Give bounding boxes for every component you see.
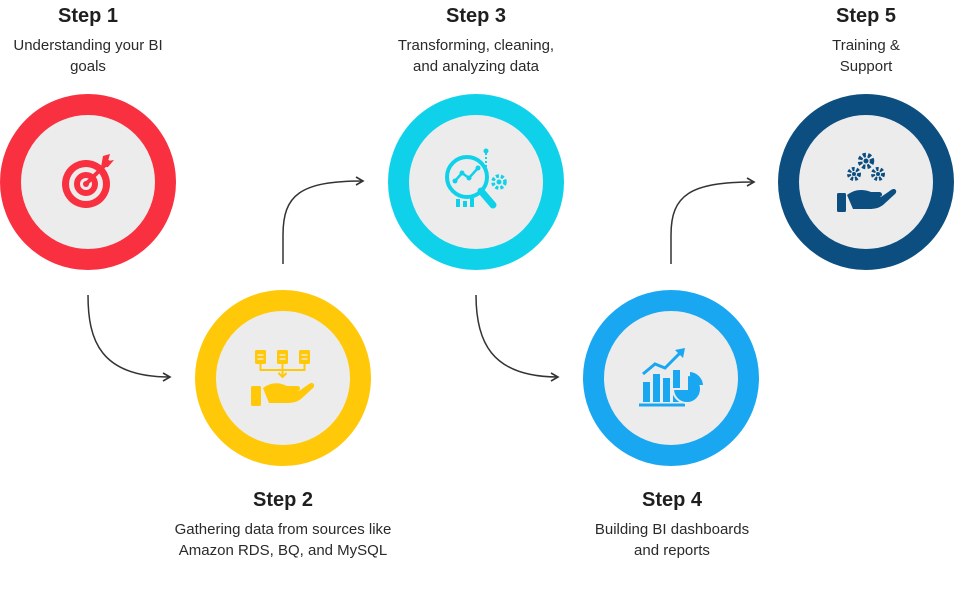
hand-documents-icon bbox=[251, 350, 315, 406]
dashboard-chart-icon bbox=[639, 348, 703, 407]
step-2-description: Gathering data from sources like Amazon … bbox=[174, 521, 392, 559]
hand-gears-icon bbox=[837, 152, 897, 212]
arrow-step1-to-step2 bbox=[87, 294, 172, 382]
step-2-circle bbox=[195, 290, 371, 466]
step-3-label: Step 3 Transforming, cleaning, and analy… bbox=[356, 4, 596, 77]
step-1-description: Understanding your BI goals bbox=[13, 37, 163, 75]
step-5-title: Step 5 bbox=[835, 5, 897, 27]
step-5-label: Step 5 Training & Support bbox=[778, 4, 954, 77]
step-3-title: Step 3 bbox=[445, 5, 507, 27]
step-4-description: Building BI dashboards and reports bbox=[594, 521, 750, 559]
step-3-description: Transforming, cleaning, and analyzing da… bbox=[397, 37, 555, 75]
target-icon bbox=[62, 154, 114, 208]
step-4-circle bbox=[583, 290, 759, 466]
step-1-label: Step 1 Understanding your BI goals bbox=[0, 4, 176, 77]
analytics-magnifier-icon bbox=[445, 148, 507, 209]
step-1-circle bbox=[0, 94, 176, 270]
step-4-title: Step 4 bbox=[641, 489, 703, 511]
step-4-label: Step 4 Building BI dashboards and report… bbox=[556, 488, 788, 561]
step-3-circle bbox=[388, 94, 564, 270]
step-2-label: Step 2 Gathering data from sources like … bbox=[140, 488, 426, 561]
arrow-step2-to-step3 bbox=[282, 176, 365, 264]
step-5-description: Training & Support bbox=[832, 37, 900, 75]
step-5-circle bbox=[778, 94, 954, 270]
arrow-step4-to-step5 bbox=[670, 177, 756, 264]
arrow-step3-to-step4 bbox=[475, 294, 560, 382]
step-2-title: Step 2 bbox=[252, 489, 314, 511]
step-1-title: Step 1 bbox=[57, 5, 119, 27]
